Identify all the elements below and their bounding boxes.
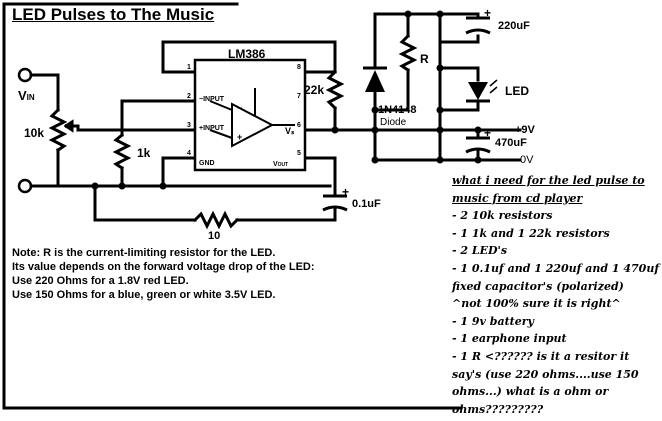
resistor-22k (325, 69, 345, 111)
vin-label: VIN (18, 88, 35, 103)
potentiometer-10k (48, 107, 68, 153)
resistor-10-label: 10 (208, 230, 221, 242)
opamp-lead (209, 129, 233, 139)
input-jack-bottom (17, 178, 33, 194)
parts-item: ohms...) what is a ohm or (452, 385, 609, 399)
pin-in-minus-label: −INPUT (199, 96, 225, 103)
capacitor-01uf-curve (322, 205, 348, 212)
junction-dot (436, 106, 444, 114)
parts-item: - 1 1k and 1 22k resistors (452, 226, 610, 240)
input-jack-top (17, 67, 33, 83)
led-arrow (489, 79, 498, 87)
parts-item: fixed capacitor's (polarized) (452, 279, 624, 293)
pin-6-label: 6 (297, 122, 301, 129)
capacitor-01uf-plus: + (342, 185, 350, 199)
capacitor-470uf-plus: + (484, 126, 492, 140)
pin-4-label: 4 (187, 150, 191, 157)
pot-label: 10k (24, 126, 45, 140)
parts-list: what i need for the led pulse to music f… (452, 172, 660, 418)
junction-dot (371, 126, 379, 134)
plus-9v-label: +9V (515, 124, 535, 136)
junction-dot (371, 106, 379, 114)
opamp-lead (209, 100, 233, 111)
parts-item: - 1 earphone input (452, 332, 567, 346)
capacitor-470uf-curve (465, 147, 491, 154)
parts-item: ohms????????? (452, 402, 544, 416)
resistor-1k (112, 132, 132, 171)
opamp-plus-sign: + (237, 132, 243, 142)
frame-line (2, 2, 462, 410)
ic-label: LM386 (228, 47, 266, 61)
pin-8-label: 8 (297, 64, 301, 71)
diagram-title: LED Pulses to The Music (12, 5, 215, 24)
parts-item: - 1 0.1uf and 1 220uf and 1 470uf (452, 261, 660, 275)
diode-sub-label: Diode (380, 117, 407, 128)
resistor-1k-label: 1k (137, 146, 151, 160)
note-line: Its value depends on the forward voltage… (12, 261, 315, 273)
junction-dot (436, 156, 444, 164)
capacitor-470uf-label: 470uF (495, 137, 527, 149)
parts-item: ^not 100% sure it is right^ (452, 297, 621, 311)
zero-v-label: 0V (520, 154, 534, 166)
capacitor-220uf-plus: + (484, 6, 492, 20)
pin-7-label: 7 (297, 93, 301, 100)
junction-dot (118, 182, 126, 190)
resistor-10-ohm (192, 210, 240, 230)
junction-dot (91, 182, 99, 190)
diode-label: 1N4148 (378, 104, 417, 116)
junction-dot (474, 126, 482, 134)
parts-item: - 1 R <?????? is it a resitor it (452, 349, 630, 363)
parts-heading: music from cd player (452, 191, 583, 205)
parts-item: - 2 10k resistors (452, 209, 553, 223)
note-line: Use 150 Ohms for a blue, green or white … (12, 289, 276, 301)
parts-item: - 1 9v battery (452, 314, 534, 328)
junction-dot (159, 182, 167, 190)
junction-dot (436, 64, 444, 72)
capacitor-220uf-curve (465, 28, 491, 35)
junction-dot (436, 126, 444, 134)
parts-heading: what i need for the led pulse to (452, 174, 645, 187)
capacitor-01uf-label: 0.1uF (352, 198, 381, 210)
wire (63, 119, 74, 133)
led-label: LED (505, 84, 529, 98)
resistor-r (398, 33, 418, 73)
junction-dot (436, 10, 444, 18)
parts-item: - 2 LED's (452, 244, 508, 258)
pin-vs-label: Vₛ (285, 126, 295, 136)
junction-dot (371, 156, 379, 164)
capacitor-220uf-label: 220uF (498, 20, 530, 32)
resistor-note: Note: R is the current-limiting resistor… (12, 246, 315, 302)
led-arrow (489, 86, 498, 94)
diode-1n4148 (365, 70, 385, 92)
junction-dot (404, 10, 412, 18)
pin-3-label: 3 (187, 122, 191, 129)
led-symbol (468, 82, 488, 100)
pin-1-label: 1 (187, 64, 191, 71)
pin-5-label: 5 (297, 150, 301, 157)
pin-gnd-label: GND (199, 160, 215, 167)
pin-2-label: 2 (187, 93, 191, 100)
resistor-22k-label: 22k (304, 83, 325, 97)
pin-in-plus-label: +INPUT (199, 125, 225, 132)
junction-dot (331, 126, 339, 134)
junction-dot (474, 156, 482, 164)
pin-vout-label: VOUT (273, 161, 289, 168)
note-line: Note: R is the current-limiting resistor… (12, 247, 276, 259)
note-line: Use 220 Ohms for a 1.8V red LED. (12, 275, 189, 287)
parts-item: say's (use 220 ohms....use 150 (452, 367, 639, 381)
opamp-triangle (231, 102, 275, 148)
opamp-minus-sign: − (237, 103, 243, 113)
resistor-r-label: R (420, 52, 429, 66)
